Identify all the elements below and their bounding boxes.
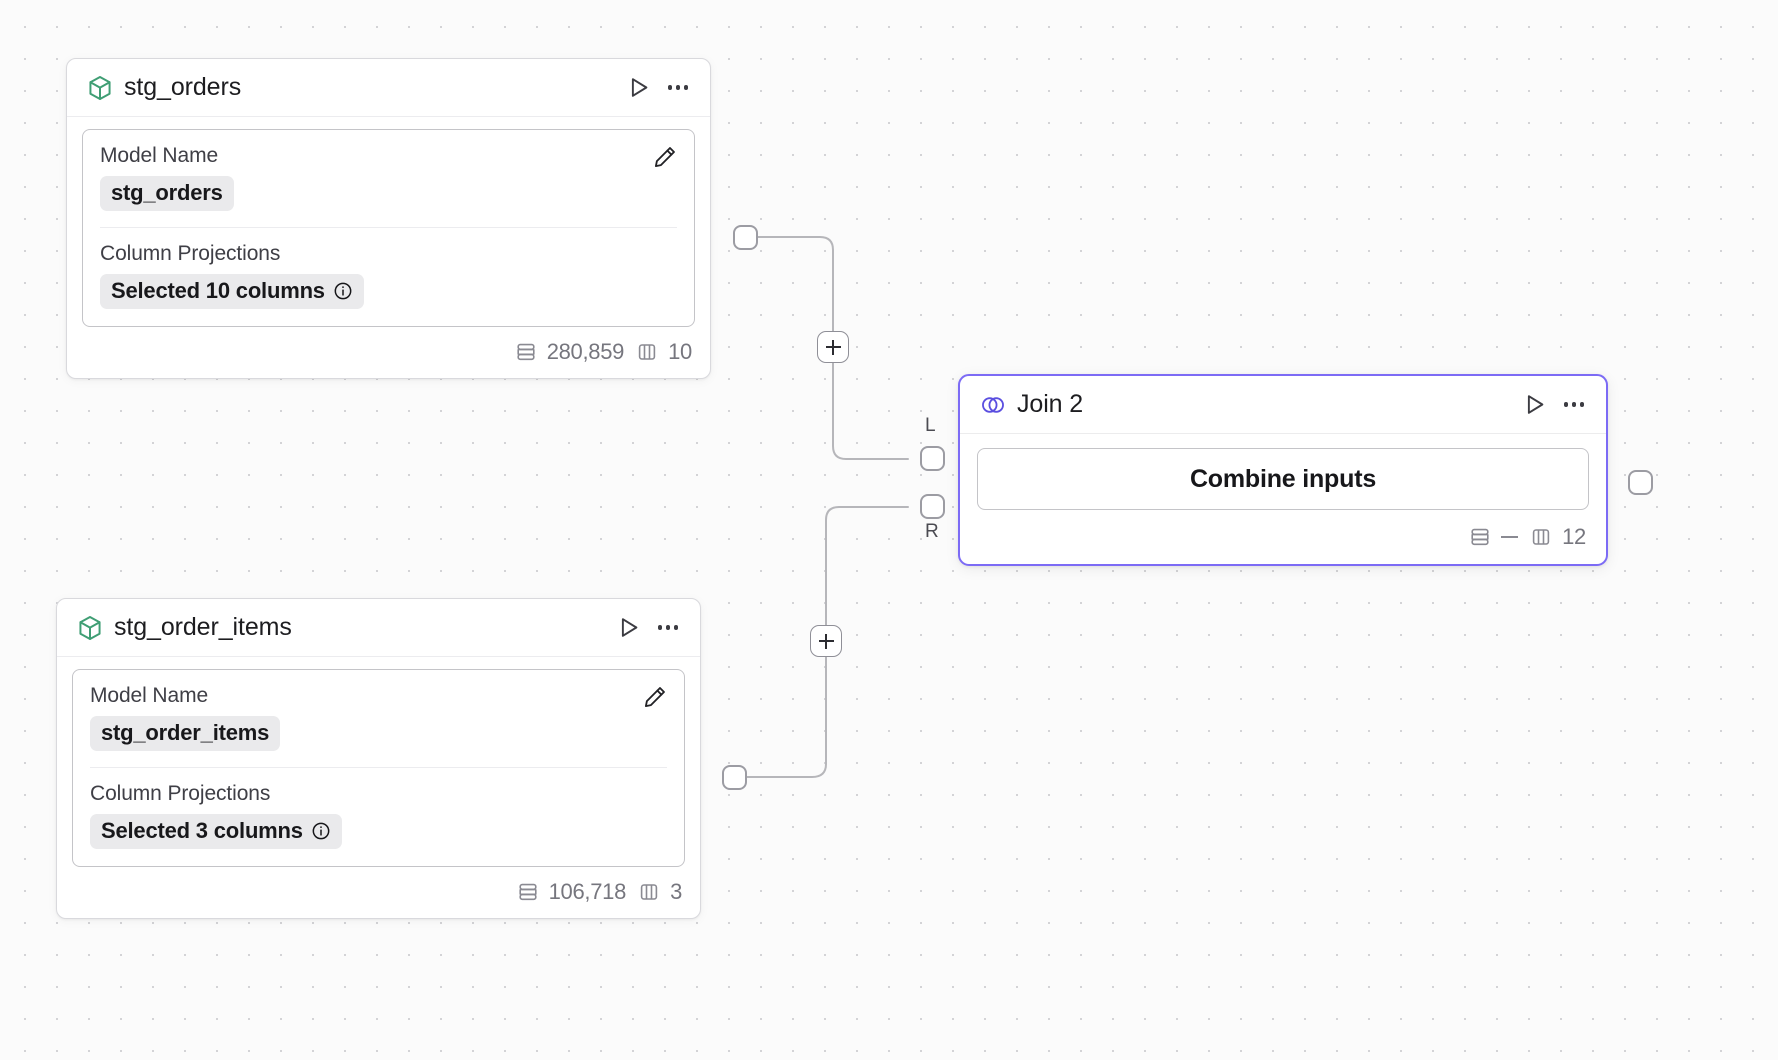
- model-name-label: Model Name: [90, 684, 209, 707]
- columns-icon: [637, 880, 661, 904]
- column-projections-chip[interactable]: Selected 10 columns: [100, 274, 364, 309]
- rows-value-empty: [1501, 536, 1519, 538]
- node-header: stg_orders: [67, 59, 710, 117]
- ellipsis-icon[interactable]: [653, 613, 683, 643]
- model-config-panel: Model Name stg_order_items Column Projec…: [72, 669, 685, 867]
- column-projections-value: Selected 3 columns: [101, 818, 303, 843]
- column-projections-label: Column Projections: [100, 242, 281, 265]
- node-stg-orders[interactable]: stg_orders Model Name s: [66, 58, 711, 379]
- columns-icon: [1529, 525, 1553, 549]
- input-port-join-right[interactable]: [920, 494, 945, 519]
- columns-value: 12: [1562, 524, 1586, 549]
- node-footer: 280,859 10: [67, 327, 710, 378]
- venn-join-icon: [979, 391, 1007, 419]
- model-name-chip[interactable]: stg_order_items: [90, 716, 281, 751]
- columns-value: 10: [668, 339, 692, 364]
- ellipsis-icon[interactable]: [663, 73, 693, 103]
- rows-value: 106,718: [548, 879, 627, 904]
- node-body: Model Name stg_order_items Column Projec…: [57, 657, 700, 867]
- ellipsis-dots: [657, 625, 679, 630]
- play-icon[interactable]: [1519, 390, 1549, 420]
- columns-icon: [635, 340, 659, 364]
- info-circle-icon[interactable]: [311, 821, 331, 841]
- model-name-value: stg_orders: [111, 180, 223, 205]
- ellipsis-dots: [667, 85, 689, 90]
- cube-icon: [76, 614, 104, 642]
- output-port-join-2[interactable]: [1628, 470, 1653, 495]
- combine-inputs-label: Combine inputs: [1189, 464, 1377, 493]
- play-icon[interactable]: [613, 613, 643, 643]
- pencil-icon[interactable]: [650, 142, 680, 172]
- column-projections-value: Selected 10 columns: [111, 278, 325, 303]
- combine-inputs-button[interactable]: Combine inputs: [977, 448, 1589, 510]
- pencil-icon[interactable]: [640, 682, 670, 712]
- panel-divider: [100, 227, 677, 228]
- ellipsis-icon[interactable]: [1559, 390, 1589, 420]
- node-body: Model Name stg_orders Column Projections…: [67, 117, 710, 327]
- column-projections-label: Column Projections: [90, 782, 271, 805]
- node-title: stg_order_items: [114, 613, 292, 641]
- play-icon[interactable]: [623, 73, 653, 103]
- node-header: Join 2: [960, 376, 1606, 434]
- node-title: stg_orders: [124, 73, 242, 101]
- columns-stat: 12: [1529, 524, 1586, 550]
- add-node-button-lower-edge[interactable]: [810, 625, 842, 657]
- output-port-stg-orders[interactable]: [733, 225, 758, 250]
- node-join-2[interactable]: Join 2 Combine inputs: [958, 374, 1608, 566]
- node-footer: 106,718 3: [57, 867, 700, 918]
- node-body: Combine inputs: [960, 434, 1606, 510]
- rows-stat: 280,859: [514, 339, 624, 365]
- rows-icon: [1468, 525, 1492, 549]
- columns-stat: 10: [635, 339, 692, 365]
- node-stg-order-items[interactable]: stg_order_items Model Name: [56, 598, 701, 919]
- output-port-stg-order-items[interactable]: [722, 765, 747, 790]
- rows-icon: [514, 340, 538, 364]
- node-title: Join 2: [1017, 390, 1084, 418]
- columns-value: 3: [670, 879, 682, 904]
- input-port-join-left[interactable]: [920, 446, 945, 471]
- model-config-panel: Model Name stg_orders Column Projections…: [82, 129, 695, 327]
- add-node-button-upper-edge[interactable]: [817, 331, 849, 363]
- ellipsis-dots: [1563, 402, 1585, 407]
- cube-icon: [86, 74, 114, 102]
- input-port-right-label: R: [925, 521, 939, 542]
- panel-divider: [90, 767, 667, 768]
- model-name-value: stg_order_items: [101, 720, 270, 745]
- node-footer: 12: [960, 510, 1606, 564]
- model-name-label: Model Name: [100, 144, 219, 167]
- rows-icon: [516, 880, 540, 904]
- column-projections-chip[interactable]: Selected 3 columns: [90, 814, 342, 849]
- info-circle-icon[interactable]: [333, 281, 353, 301]
- input-port-left-label: L: [925, 415, 936, 436]
- model-name-chip[interactable]: stg_orders: [100, 176, 234, 211]
- columns-stat: 3: [637, 879, 682, 905]
- rows-value: 280,859: [546, 339, 625, 364]
- node-header: stg_order_items: [57, 599, 700, 657]
- rows-stat: [1468, 525, 1519, 549]
- rows-stat: 106,718: [516, 879, 626, 905]
